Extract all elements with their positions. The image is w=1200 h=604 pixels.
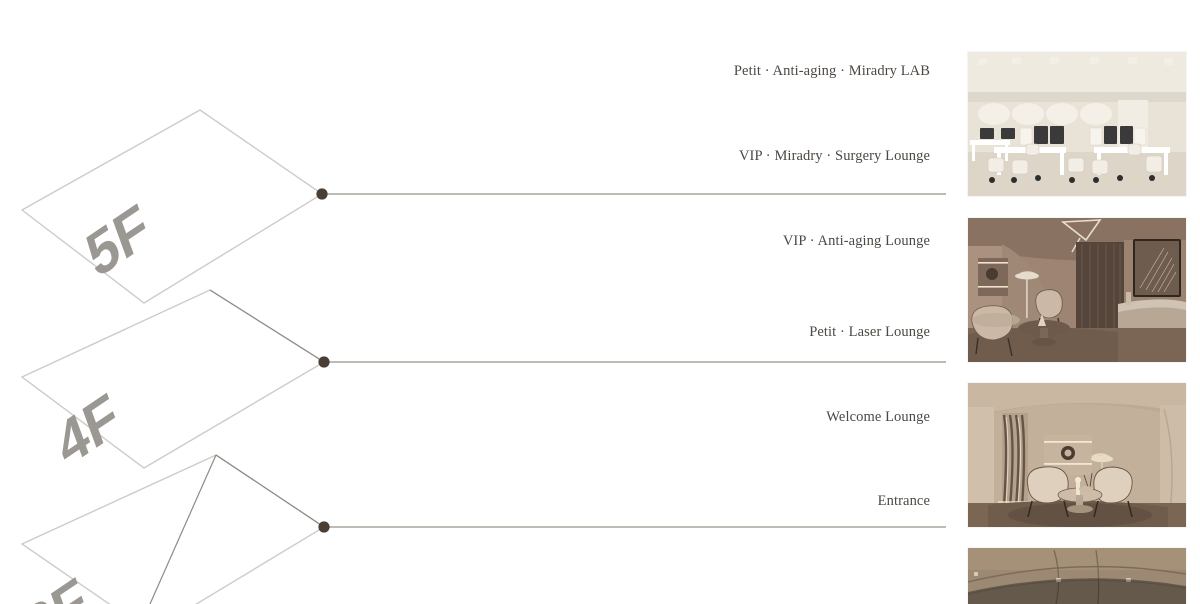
floor-edge-3f-left xyxy=(149,454,217,604)
photo-vip-lounge[interactable] xyxy=(968,218,1186,362)
floor-diagram: 5F 4F 3F xyxy=(17,109,326,604)
photo-vip-lounge-illustration xyxy=(968,218,1186,362)
floor-node-4f[interactable]: 4F xyxy=(20,289,326,480)
photo-entrance-illustration xyxy=(968,548,1186,604)
room-label-entrance[interactable]: Entrance xyxy=(877,493,930,509)
photo-lab-illustration xyxy=(968,52,1186,196)
floor-plate-5f[interactable] xyxy=(20,109,324,304)
room-label-welcome-lounge[interactable]: Welcome Lounge xyxy=(826,409,930,425)
floor-edge-4f-top xyxy=(209,289,325,363)
room-label-petit-laser-lounge[interactable]: Petit · Laser Lounge xyxy=(809,324,930,340)
room-label-vip-antiaging-lounge[interactable]: VIP · Anti-aging Lounge xyxy=(782,233,930,249)
photo-entrance[interactable] xyxy=(968,548,1186,604)
floor-node-3f[interactable]: 3F xyxy=(17,454,326,604)
room-label-vip-miradry-surgery-lounge[interactable]: VIP · Miradry · Surgery Lounge xyxy=(738,148,930,164)
photo-welcome-lounge-illustration xyxy=(968,383,1186,527)
floor-edge-3f-top xyxy=(215,454,325,528)
photo-lab[interactable] xyxy=(968,52,1186,196)
photo-welcome-lounge[interactable] xyxy=(968,383,1186,527)
room-label-petit-antiaging-miradry-lab[interactable]: Petit · Anti-aging · Miradry LAB xyxy=(733,63,930,79)
floor-node-5f[interactable]: 5F xyxy=(20,109,324,304)
